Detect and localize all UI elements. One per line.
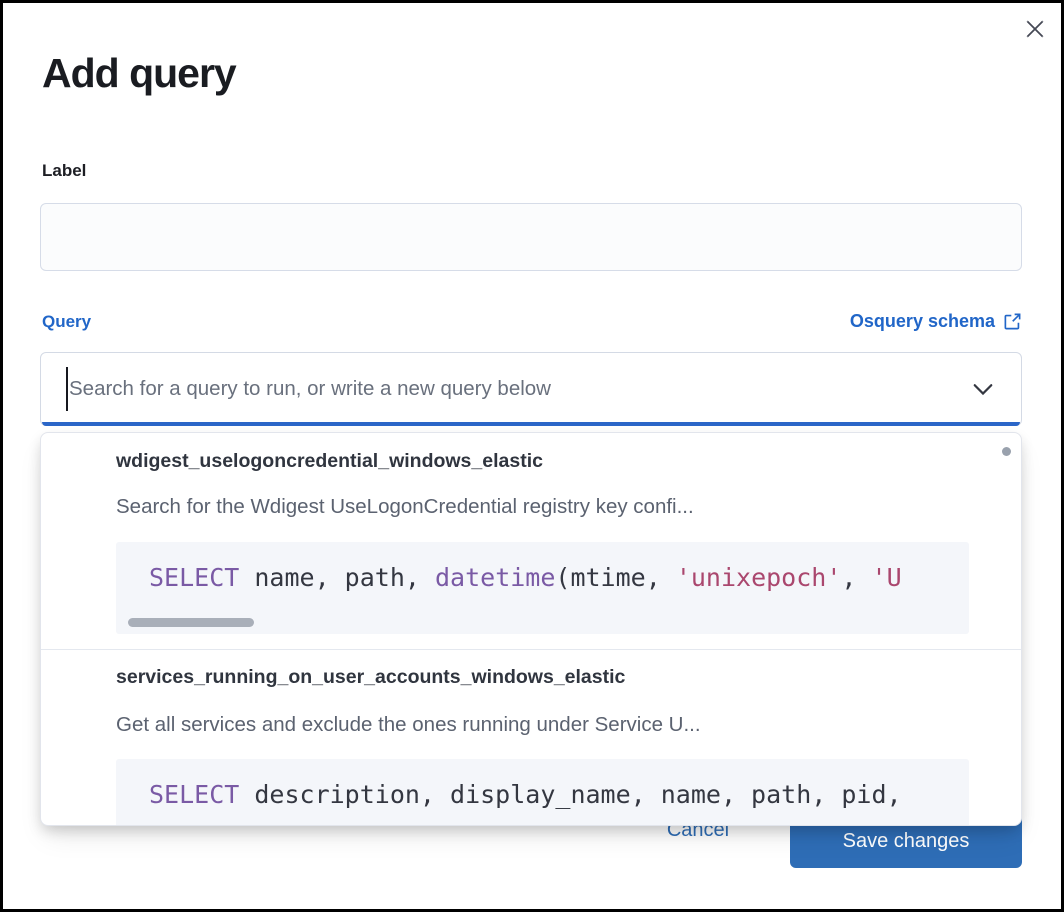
query-search-input[interactable]: Search for a query to run, or write a ne… (69, 377, 551, 400)
query-option-description: Get all services and exclude the ones ru… (116, 713, 701, 736)
query-option-sql-block[interactable]: SELECT description, display_name, name, … (116, 759, 969, 825)
close-button[interactable] (1020, 14, 1050, 44)
query-option-description: Search for the Wdigest UseLogonCredentia… (116, 495, 694, 518)
query-option-sql-block[interactable]: SELECT name, path, datetime(mtime, 'unix… (116, 542, 969, 634)
horizontal-scrollbar-thumb[interactable] (128, 618, 254, 627)
close-icon (1023, 17, 1047, 41)
page-title: Add query (42, 50, 237, 96)
query-option-title: services_running_on_user_accounts_window… (116, 666, 626, 688)
label-field-label: Label (42, 161, 87, 180)
option-divider (41, 649, 1021, 650)
external-link-icon (1003, 312, 1022, 331)
chevron-down-icon[interactable] (971, 377, 995, 401)
osquery-schema-link-label: Osquery schema (849, 311, 995, 331)
vertical-scrollbar-thumb[interactable] (1002, 447, 1011, 456)
text-cursor (66, 367, 68, 411)
query-field-label: Query (42, 312, 92, 331)
query-option-title: wdigest_uselogoncredential_windows_elast… (116, 450, 543, 472)
sql-code: SELECT description, display_name, name, … (149, 780, 902, 809)
query-suggestions-dropdown: wdigest_uselogoncredential_windows_elast… (40, 432, 1022, 826)
sql-code: SELECT name, path, datetime(mtime, 'unix… (149, 563, 902, 592)
query-search-combobox[interactable]: Search for a query to run, or write a ne… (40, 352, 1022, 426)
osquery-schema-link[interactable]: Osquery schema (850, 311, 1022, 332)
label-input[interactable] (40, 203, 1022, 271)
